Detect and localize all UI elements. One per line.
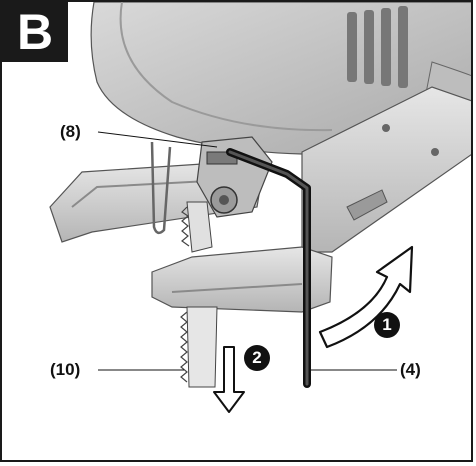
saw-blade-lower [180,306,218,388]
down-arrow-icon [213,346,245,413]
callout-part-4: (4) [400,360,421,379]
jigsaw-illustration [49,2,471,413]
callout-part-8: (8) [60,122,81,141]
step-badge-2: 2 [244,345,270,371]
leader-line-8 [97,131,218,148]
step-badge-1: 1 [374,312,400,338]
curved-arrow-icon [318,245,414,349]
guard-wire [150,141,172,235]
section-badge: B [2,2,68,62]
saw-blade-upper [181,201,213,253]
front-foot [151,246,333,313]
vent-slots [347,6,408,88]
hex-key [226,148,311,388]
callout-part-10: (10) [50,360,81,379]
